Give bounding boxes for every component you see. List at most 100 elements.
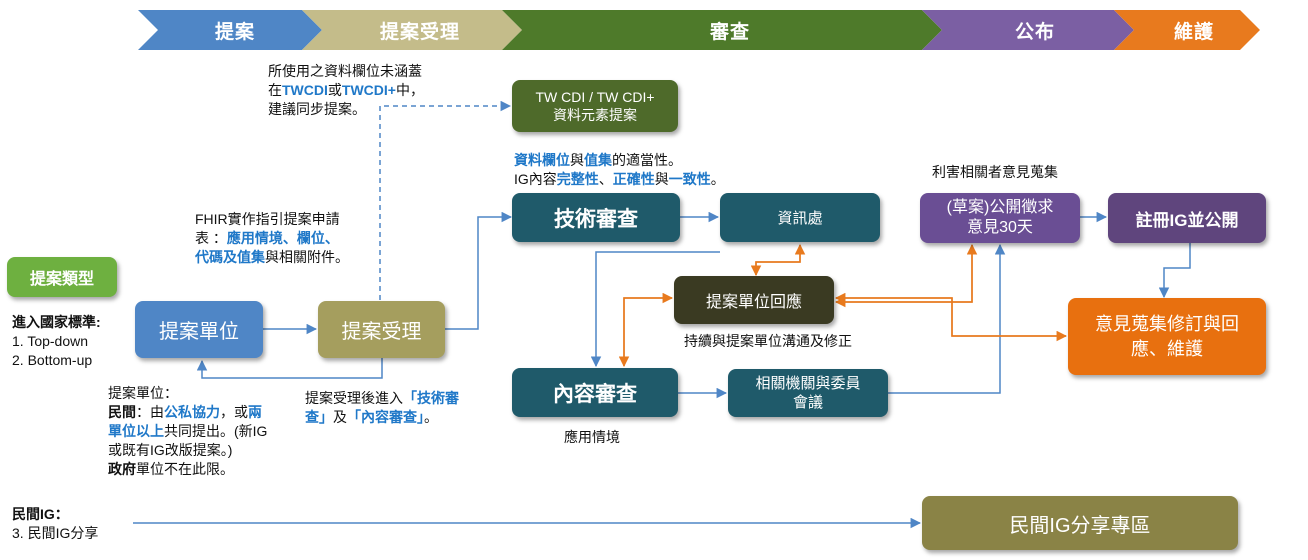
- phase-arrow-proposal: [138, 10, 322, 50]
- tech-note-correct: 正確性: [612, 171, 655, 187]
- proposer-note: 提案單位： 民間：由公私協力，或兩 單位以上共同提出。(新IG 或既有IG改版提…: [108, 384, 308, 479]
- tw-cdi-line2: 資料元素提案: [553, 107, 637, 123]
- twcdi-note-line2: 在TWCDI或TWCDI+中，: [268, 81, 498, 100]
- twcdi-note-in: 中，: [395, 82, 424, 98]
- proposer-response-label: 提案單位回應: [705, 294, 802, 311]
- tech-note-consistent: 一致性: [668, 171, 711, 187]
- tech-note-complete: 完整性: [556, 171, 599, 187]
- acceptance-note-after: 提案受理後進入: [305, 390, 403, 406]
- proposer-note-by: ：由: [136, 404, 164, 420]
- proposer-note-two: 兩: [248, 404, 262, 420]
- communicate-note: 持續與提案單位溝通及修正: [684, 333, 852, 349]
- civil-ig-item: 3. 民間IG分享: [12, 525, 99, 541]
- acceptance-note-line2: 查」及「內容審查」。: [305, 408, 505, 427]
- twcdi-note-or: 或: [327, 82, 342, 98]
- phase-arrow-maintain: [1114, 10, 1260, 50]
- tech-note-and: 與: [570, 152, 584, 168]
- tech-note-suit: 的適當性。: [612, 152, 682, 168]
- fhir-note-attach: 與相關附件。: [265, 249, 349, 265]
- arrow-acceptance-to-proposer: [196, 358, 383, 379]
- acceptance-note: 提案受理後進入「技術審 查」及「內容審查」。: [305, 389, 505, 427]
- twcdi-note: 所使用之資料欄位未涵蓋 在TWCDI或TWCDI+中， 建議同步提案。: [268, 62, 498, 119]
- national-standard-item2: 2. Bottom-up: [12, 352, 93, 368]
- tw-cdi-line1: TW CDI / TW CDI+: [535, 89, 655, 105]
- acceptance-note-tech-end: 查」: [305, 409, 333, 425]
- committee-line1: 相關機關與委員: [755, 375, 861, 392]
- tech-note-sep: 、: [598, 171, 613, 187]
- acceptance-note-content: 「內容審查」: [347, 409, 424, 425]
- orange-info-response: [750, 245, 801, 277]
- orange-revise-response-back: [834, 292, 1066, 337]
- arrow-acceptance-to-twcdi: [379, 100, 512, 300]
- committee-box: 相關機關與委員 會議: [728, 369, 888, 417]
- orange-content-response-back: [623, 292, 674, 366]
- tech-review-label: 技術審查: [554, 207, 638, 231]
- tech-review-box: 技術審查: [512, 193, 680, 242]
- proposer-note-ppp: 公私協力: [164, 404, 220, 420]
- acceptance-note-tech: 「技術審: [403, 390, 459, 406]
- proposer-note-line2: 民間：由公私協力，或兩: [108, 403, 308, 422]
- tech-note-and2: 與: [654, 171, 669, 187]
- phase-label-publish: 公布: [1014, 21, 1055, 43]
- acceptance-box: 提案受理: [318, 301, 445, 358]
- twcdi-note-text: 在: [268, 82, 282, 98]
- fhir-note-keywords: 應用情境、欄位、: [226, 230, 339, 246]
- tw-cdi-box: TW CDI / TW CDI+ 資料元素提案: [512, 80, 678, 132]
- proposer-note-gov: 政府: [108, 461, 136, 477]
- national-standard-item1: 1. Top-down: [12, 333, 89, 349]
- phase-arrow-acceptance: [302, 10, 522, 50]
- committee-line2: 會議: [792, 394, 823, 411]
- tech-note-valueset: 值集: [584, 152, 612, 168]
- proposer-note-line4: 或既有IG改版提案。): [108, 442, 233, 458]
- register-box: 註冊IG並公開: [1108, 193, 1266, 243]
- acceptance-label: 提案受理: [341, 321, 422, 343]
- phase-label-proposal: 提案: [214, 21, 255, 43]
- proposal-type-box: 提案類型: [7, 257, 117, 297]
- orange-revise-response: [836, 297, 1068, 342]
- national-standard-note: 進入國家標準: 1. Top-down 2. Bottom-up: [12, 313, 132, 370]
- stakeholder-note: 利害相關者意見蒐集: [932, 164, 1058, 180]
- proposer-box: 提案單位: [135, 301, 263, 358]
- fhir-note-line2: 表 ：應用情境、欄位、: [195, 229, 395, 248]
- proposal-type-label: 提案類型: [29, 271, 94, 288]
- twcdi-plus-keyword: TWCDI+: [341, 82, 396, 98]
- proposer-response-box: 提案單位回應: [674, 276, 834, 324]
- proposer-note-units: 單位以上: [108, 423, 164, 439]
- tech-note-line2: IG內容完整性、正確性與一致性。: [514, 170, 794, 189]
- fhir-note-form: 表 ：: [195, 230, 227, 246]
- acceptance-note-end: 。: [424, 409, 438, 425]
- civil-ig-title: 民間IG：: [12, 506, 69, 522]
- proposer-label: 提案單位: [159, 321, 239, 343]
- twcdi-note-line3: 建議同步提案。: [268, 101, 366, 117]
- info-office-label: 資訊處: [777, 210, 823, 227]
- phase-label-maintain: 維護: [1173, 21, 1214, 43]
- arrow-register-to-revise: [1158, 243, 1191, 299]
- fhir-note: FHIR實作指引提案申請 表 ：應用情境、欄位、 代碼及值集與相關附件。: [195, 210, 395, 267]
- revise-line2: 應、維護: [1131, 338, 1203, 359]
- civil-share-label: 民間IG分享專區: [1009, 514, 1151, 537]
- fhir-note-line1: FHIR實作指引提案申請: [195, 211, 340, 227]
- orange-public-response-back: [836, 243, 978, 303]
- acceptance-note-line1: 提案受理後進入「技術審: [305, 389, 505, 408]
- tech-note-line1: 資料欄位與值集的適當性。: [514, 151, 794, 170]
- proposer-note-line5: 政府單位不在此限。: [108, 460, 308, 479]
- twcdi-note-line1: 所使用之資料欄位未涵蓋: [268, 63, 422, 79]
- proposer-note-exempt: 單位不在此限。: [136, 461, 234, 477]
- proposer-note-line1: 提案單位：: [108, 385, 178, 401]
- revise-line1: 意見蒐集修訂與回: [1095, 313, 1239, 334]
- tech-review-note: 資料欄位與值集的適當性。 IG內容完整性、正確性與一致性。: [514, 151, 794, 189]
- acceptance-note-and: 及: [333, 409, 347, 425]
- public-comment-line2: 意見30天: [967, 219, 1033, 236]
- arrow-committee-to-public: [888, 243, 1006, 394]
- proposer-note-or: ，或: [220, 404, 248, 420]
- public-comment-line1: (草案)公開徵求: [946, 199, 1054, 216]
- content-review-box: 內容審查: [512, 368, 678, 417]
- fhir-note-codes: 代碼及值集: [195, 249, 265, 265]
- arrow-acceptance-to-tech: [445, 211, 513, 330]
- civil-share-box: 民間IG分享專區: [922, 496, 1238, 550]
- phase-arrow-review: [502, 10, 942, 50]
- app-context-note: 應用情境: [564, 429, 620, 445]
- tech-note-end: 。: [710, 171, 725, 187]
